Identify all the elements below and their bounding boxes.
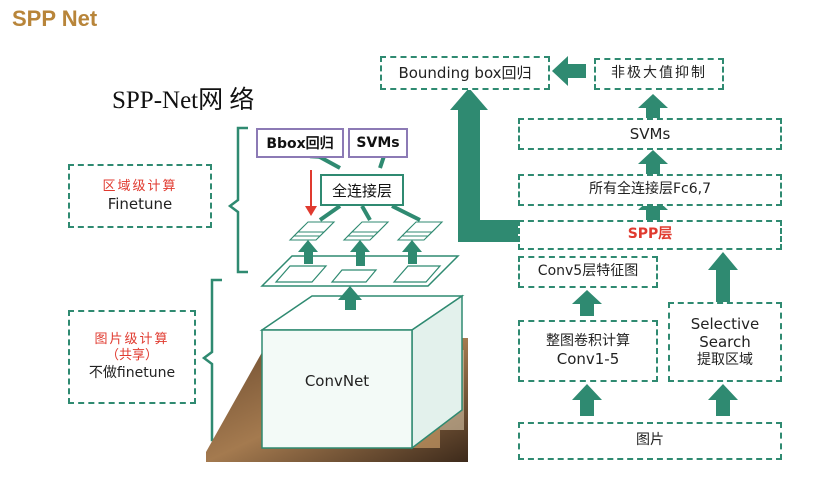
convnet-label: ConvNet [304, 372, 370, 390]
svms-box: SVMs [518, 118, 782, 150]
selective-label: Selective [690, 314, 760, 333]
extract-region-label: 提取区域 [697, 352, 753, 368]
conv-full-image-label: 整图卷积计算 [546, 332, 630, 349]
conv5-feature-label: Conv5层特征图 [537, 263, 639, 280]
convnet-cube [259, 294, 465, 450]
svms-label: SVMs [629, 124, 671, 143]
fc67-label: 所有全连接层Fc6,7 [588, 181, 711, 198]
pooled-feature-stacks [288, 221, 444, 241]
bbox-regression-head: Bbox回归 [256, 128, 344, 158]
slide-title: SPP Net [12, 6, 98, 31]
svms-head-label: SVMs [356, 135, 400, 151]
fc-layer-box: 全连接层 [320, 174, 404, 206]
bbox-head-label: Bbox回归 [266, 136, 334, 152]
spp-layer-box: SPP层 [518, 220, 782, 250]
selective-search-box: Selective Search 提取区域 [668, 302, 782, 382]
bounding-box-regression-label: Bounding box回归 [398, 63, 532, 82]
bounding-box-regression-box: Bounding box回归 [380, 56, 550, 90]
arrow-up-convnet [338, 286, 362, 310]
finetune-label: Finetune [107, 194, 173, 213]
image-level-label: 图片级计算 [94, 332, 170, 347]
fc67-box: 所有全连接层Fc6,7 [518, 174, 782, 206]
svms-head: SVMs [348, 128, 408, 158]
no-finetune-label: 不做finetune [88, 364, 176, 381]
nms-label: 非极大值抑制 [611, 65, 707, 82]
image-level-box: 图片级计算 （共享） 不做finetune [68, 310, 196, 404]
shared-label: （共享） [105, 348, 158, 364]
pipeline-arrows-up [572, 94, 738, 416]
region-level-label: 区域级计算 [102, 178, 178, 194]
spp-layer-label: SPP层 [627, 226, 673, 243]
arrows-regions-up [298, 240, 422, 266]
big-l-arrow [450, 88, 520, 242]
region-brace [227, 126, 248, 274]
conv1-5-label: Conv1-5 [556, 350, 620, 369]
arrow-left-nms [552, 56, 586, 86]
nms-box: 非极大值抑制 [594, 58, 724, 90]
diagram-title: SPP-Net网 络 [112, 87, 255, 114]
fc-layer-label: 全连接层 [331, 181, 392, 200]
red-down-arrow [305, 170, 317, 216]
conv5-feature-box: Conv5层特征图 [518, 256, 658, 288]
image-brace [201, 278, 222, 442]
region-level-box: 区域级计算 Finetune [68, 164, 212, 228]
input-image-box: 图片 [518, 422, 782, 460]
fc-connectors [318, 204, 421, 222]
conv-full-image-box: 整图卷积计算 Conv1-5 [518, 320, 658, 382]
input-image-label: 图片 [636, 432, 664, 449]
search-label: Search [699, 333, 751, 352]
